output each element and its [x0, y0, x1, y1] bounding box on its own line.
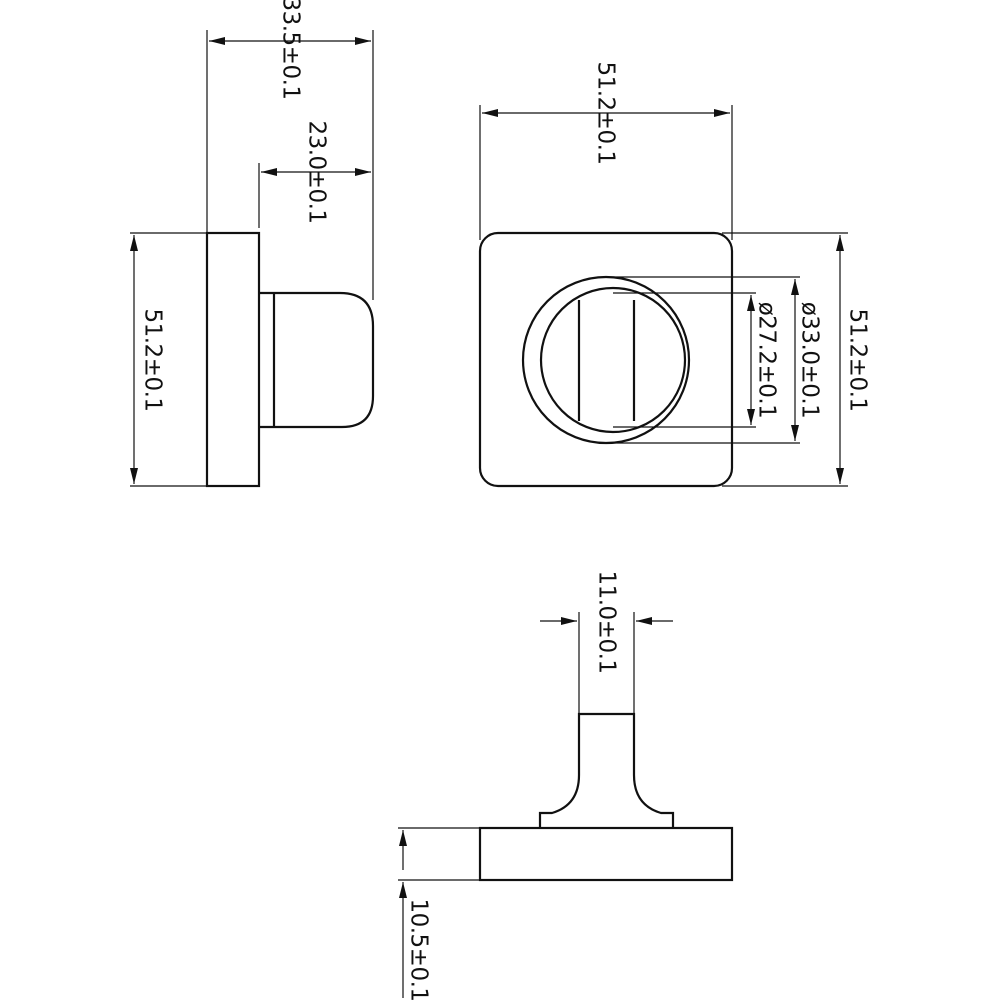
side-view-knob	[259, 291, 375, 429]
side-view: 33.5±0.1 23.0±0.1 51.2±0.1	[130, 0, 375, 488]
bottom-view-grip	[538, 712, 675, 828]
front-view-outer-ring	[521, 275, 691, 445]
dimension-front-height: 51.2±0.1	[845, 308, 871, 411]
dimension-outer-diameter: ø33.0±0.1	[797, 302, 823, 419]
dimension-plate-thickness: 10.5±0.1	[406, 898, 432, 1000]
bottom-view: 11.0±0.1 10.5±0.1	[398, 570, 734, 1000]
side-view-base-plate	[205, 231, 261, 488]
front-view-inner-ring	[539, 286, 687, 434]
dimension-side-height: 51.2±0.1	[140, 308, 166, 411]
dimension-grip-width: 11.0±0.1	[594, 570, 620, 673]
dimension-inner-diameter: ø27.2±0.1	[754, 302, 780, 419]
dimension-front-width: 51.2±0.1	[593, 61, 619, 164]
dimension-side-knob-depth: 23.0±0.1	[304, 120, 330, 223]
front-view-rose-plate	[478, 231, 734, 488]
front-view: 51.2±0.1 51.2±0.1 ø33.0±0.1 ø27.2±0.1	[478, 61, 871, 488]
dimension-side-total-depth: 33.5±0.1	[278, 0, 304, 100]
bottom-view-base-plate	[478, 826, 734, 882]
